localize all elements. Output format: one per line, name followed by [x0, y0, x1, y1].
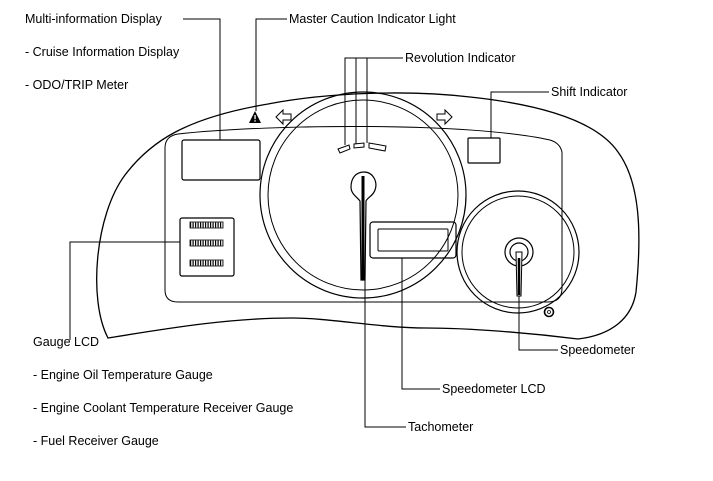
warning-triangle-icon: [249, 111, 261, 123]
fuel-receiver-label: - Fuel Receiver Gauge: [33, 434, 159, 448]
cruise-info-display-label: - Cruise Information Display: [25, 45, 180, 59]
engine-coolant-temp-label: - Engine Coolant Temperature Receiver Ga…: [33, 401, 294, 415]
speedometer-label: Speedometer: [560, 343, 636, 357]
speedometer-needle: [504, 237, 534, 297]
cluster-inner-panel: [164, 125, 563, 303]
speedometer-outer-ring: [456, 190, 580, 314]
tachometer-outer-ring: [259, 91, 467, 299]
reset-knob-icon: [543, 306, 555, 318]
multi-info-display-label: Multi-information Display: [25, 12, 162, 26]
revolution-indicator-leds: [337, 142, 387, 154]
speedometer-inner-ring: [461, 195, 575, 309]
speedometer-lcd-label: Speedometer LCD: [442, 382, 546, 396]
engine-oil-temp-label: - Engine Oil Temperature Gauge: [33, 368, 213, 382]
speedometer-lcd-screen: [369, 221, 457, 259]
master-caution-label: Master Caution Indicator Light: [289, 12, 456, 26]
shift-indicator-box: [467, 137, 501, 164]
leader-lines: [69, 18, 558, 428]
gauge-lcd-block: [179, 217, 235, 277]
tachometer-needle: [350, 171, 377, 281]
right-arrow-icon: [436, 108, 453, 126]
multi-info-display-screen: [181, 139, 261, 181]
shift-indicator-label: Shift Indicator: [551, 85, 628, 99]
tachometer-inner-ring: [267, 99, 459, 291]
gauge-lcd-label: Gauge LCD: [33, 335, 100, 349]
odo-trip-meter-label: - ODO/TRIP Meter: [25, 78, 129, 92]
cluster-outer-housing: [96, 92, 640, 340]
revolution-indicator-label: Revolution Indicator: [405, 51, 516, 65]
left-arrow-icon: [275, 108, 292, 126]
tachometer-label: Tachometer: [408, 420, 474, 434]
